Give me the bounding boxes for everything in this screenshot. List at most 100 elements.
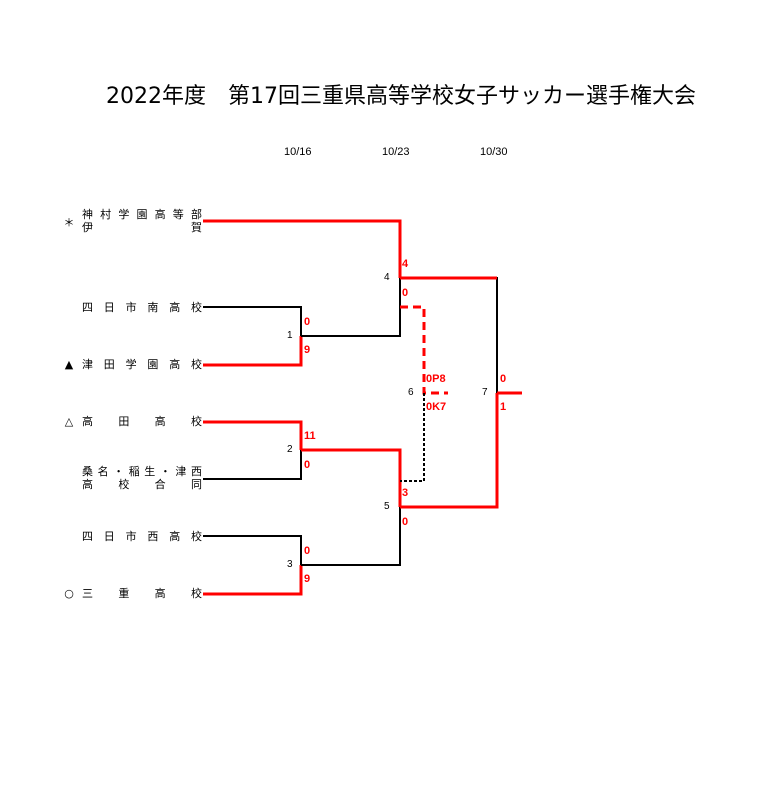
char: 校 [118,478,130,491]
line-team-1 [203,219,402,278]
char: 学 [125,358,137,371]
char: 市 [125,301,137,314]
char: 高 [169,301,181,314]
char: 高 [154,587,166,600]
char: 伊 [82,221,93,234]
match-number-2: 2 [287,444,293,455]
char: 田 [118,415,130,428]
char: 稲 [128,465,140,478]
char: 校 [190,587,202,600]
char: 生 [144,465,156,478]
char: 田 [103,358,115,371]
date-round-2: 10/23 [382,146,410,158]
match-1-top-score: 0 [304,316,311,328]
team-6: 四 日 市 西 高 校 [82,530,202,543]
char: 日 [103,301,115,314]
line-match-3-winner [301,507,401,566]
char: 部 [190,208,202,221]
match-6-bottom-score: 0K7 [426,401,447,413]
match-5-top-score: 3 [402,487,409,499]
match-4-top-score: 4 [402,258,409,270]
char: 高 [82,478,93,491]
char: 神 [82,208,93,221]
char: 高 [82,415,93,428]
char: 南 [147,301,159,314]
team-name-line: 高 田 高 校 [82,415,202,428]
char: ・ [113,465,125,478]
team-name-line: 伊 賀 [82,221,202,234]
line-match-6-top [400,305,448,395]
char: 村 [100,208,112,221]
char: 日 [103,530,115,543]
match-2-top-score: 11 [304,430,316,442]
char: 高 [154,415,166,428]
team-4: 高 田 高 校 [82,415,202,428]
char: 高 [169,530,181,543]
char: 四 [82,301,93,314]
char: 津 [175,465,187,478]
date-round-3: 10/30 [480,146,508,158]
match-number-7: 7 [482,387,488,398]
team-7: 三 重 高 校 [82,587,202,600]
char: 同 [190,478,202,491]
line-match-2-winner [301,448,402,507]
char: 高 [169,358,181,371]
seed-mark-team-4: △ [64,415,74,428]
page-title: 2022年度 第17回三重県高等学校女子サッカー選手権大会 [106,84,696,109]
char: 名 [97,465,109,478]
char: 三 [82,587,93,600]
team-name-line: 四 日 市 南 高 校 [82,301,202,314]
match-3-bottom-score: 9 [304,573,311,585]
date-round-1: 10/16 [284,146,312,158]
char: 重 [118,587,130,600]
team-name-line: 桑 名 ・ 稲 生 ・ 津 西 [82,465,202,478]
match-6-top-score: 0P8 [426,373,446,385]
line-team-7 [203,565,303,596]
line-match-1-winner [301,307,401,337]
char: 賀 [191,221,202,234]
match-1-bottom-score: 9 [304,344,311,356]
team-2: 四 日 市 南 高 校 [82,301,202,314]
char: 西 [147,530,159,543]
char: 高 [154,208,166,221]
line-team-2 [203,306,302,336]
char: 園 [136,208,148,221]
match-number-1: 1 [287,330,293,341]
team-1: 神 村 学 園 高 等 部 伊 賀 [82,208,202,234]
char: 桑 [82,465,93,478]
team-3: 津 田 学 園 高 校 [82,358,202,371]
line-team-5 [203,450,302,480]
char: 校 [190,301,202,314]
char: 西 [190,465,202,478]
line-team-4 [203,420,303,450]
char: 校 [190,530,202,543]
seed-mark-team-1: ＊ [63,216,75,229]
char: 校 [190,415,202,428]
char: 園 [147,358,159,371]
line-team-6 [203,535,302,565]
team-name-line: 津 田 学 園 高 校 [82,358,202,371]
line-match-5-winner [400,393,499,509]
char: 市 [125,530,137,543]
team-name-line: 四 日 市 西 高 校 [82,530,202,543]
char: 津 [82,358,93,371]
match-number-6: 6 [408,387,414,398]
match-4-bottom-score: 0 [402,287,409,299]
line-match-6-bottom [400,393,425,482]
team-name-line: 三 重 高 校 [82,587,202,600]
match-7-top-score: 0 [500,373,507,385]
match-3-top-score: 0 [304,545,311,557]
char: 等 [172,208,184,221]
match-number-3: 3 [287,559,293,570]
char: ・ [159,465,171,478]
match-number-4: 4 [384,272,390,283]
char: 校 [190,358,202,371]
team-name-line: 高 校 合 同 [82,478,202,491]
char: 合 [154,478,166,491]
line-team-3 [203,336,303,367]
team-5: 桑 名 ・ 稲 生 ・ 津 西 高 校 合 同 [82,465,202,491]
match-number-5: 5 [384,501,390,512]
match-5-bottom-score: 0 [402,516,409,528]
seed-mark-team-7: ○ [64,587,74,600]
